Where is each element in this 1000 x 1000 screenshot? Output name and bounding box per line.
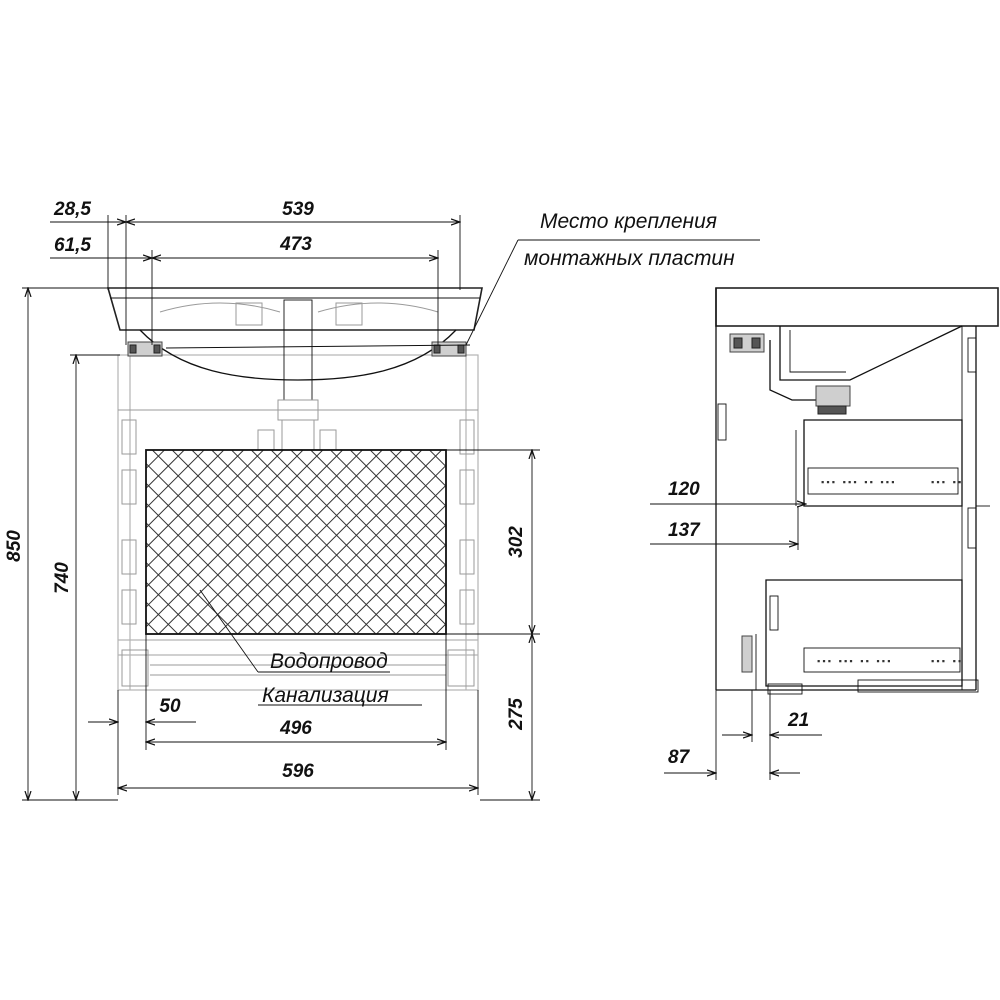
service-zone-hatch: [145, 449, 447, 635]
dim-302: 302: [446, 450, 540, 634]
cabinet-body-outline: [117, 354, 479, 691]
dim-label-850: 850: [4, 530, 25, 562]
dim-50: 50: [88, 634, 196, 795]
dim-label-302: 302: [506, 526, 527, 558]
dim-740: 740: [52, 355, 120, 800]
dim-label-120: 120: [668, 479, 700, 500]
mount-label-line1: Место крепления: [540, 210, 717, 233]
side-view: ▪▪▪ ▪▪▪ ▪▪ ▪▪▪ ▪▪▪ ▪▪ ▪▪▪ ▪▪▪ ▪▪ ▪▪▪ ▪▪▪…: [650, 287, 999, 780]
mounting-plate-right: [431, 341, 467, 357]
dim-label-275: 275: [506, 698, 527, 731]
dim-21: 21: [722, 690, 822, 780]
svg-text:▪▪▪ ▪▪: ▪▪▪ ▪▪: [930, 478, 962, 488]
dim-label-473: 473: [279, 234, 312, 255]
sewage-label: Канализация: [262, 684, 389, 707]
mount-callout: Место крепления монтажных пластин: [165, 210, 760, 349]
dim-label-137: 137: [668, 520, 701, 541]
dim-label-596: 596: [282, 761, 314, 782]
dim-label-21: 21: [787, 710, 809, 731]
dim-850: 850: [4, 288, 118, 800]
svg-text:▪▪▪ ▪▪▪ ▪▪ ▪▪▪: ▪▪▪ ▪▪▪ ▪▪ ▪▪▪: [816, 657, 892, 667]
dim-596: 596: [118, 690, 478, 795]
dim-137: 137: [650, 506, 798, 552]
dim-61-5: 61,5: [50, 235, 152, 258]
dim-label-740: 740: [52, 562, 73, 594]
svg-text:▪▪▪ ▪▪▪ ▪▪ ▪▪▪: ▪▪▪ ▪▪▪ ▪▪ ▪▪▪: [820, 478, 896, 488]
dim-275: 275: [480, 634, 540, 800]
front-view: 539 473 28,5 61,5 Место крепления монтаж…: [4, 199, 760, 800]
dim-label-496: 496: [279, 718, 312, 739]
mount-label-line2: монтажных пластин: [524, 247, 735, 270]
dim-539: 539: [107, 199, 460, 290]
dim-87: 87: [664, 690, 800, 780]
svg-text:▪▪▪ ▪▪: ▪▪▪ ▪▪: [930, 657, 962, 667]
plumbing-callout: Водопровод Канализация: [199, 589, 422, 707]
dim-label-61-5: 61,5: [54, 235, 91, 256]
water-supply-label: Водопровод: [270, 650, 388, 673]
dim-496: 496: [146, 634, 446, 750]
mounting-plate-left: [127, 341, 163, 357]
dim-label-50: 50: [159, 696, 181, 717]
dim-label-28-5: 28,5: [53, 199, 91, 220]
dim-label-87: 87: [668, 747, 691, 768]
dim-473: 473: [152, 234, 438, 345]
dim-28-5: 28,5: [50, 199, 126, 345]
dim-120: 120: [650, 479, 806, 512]
dim-label-539: 539: [282, 199, 314, 220]
